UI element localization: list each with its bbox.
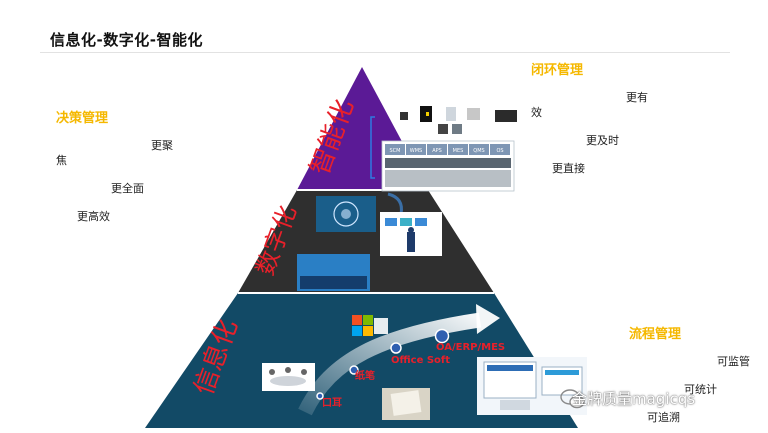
path-stage-marker [434, 328, 450, 344]
digital-brain-image [316, 196, 376, 232]
path-stage-marker [390, 342, 402, 354]
right-top-item: 更有 [626, 91, 648, 104]
path-stage-label: Office Soft [391, 355, 450, 366]
right-top-item: 效 [531, 106, 542, 119]
process-management-heading: 流程管理 [629, 327, 682, 342]
path-stage-label: OA/ERP/MES [436, 342, 505, 353]
right-top-item: 更及时 [586, 134, 619, 147]
data-crowd-image [297, 254, 370, 291]
path-stage-marker [316, 392, 324, 400]
path-stage-label: 口耳 [322, 397, 342, 409]
panel-tag-box [427, 144, 447, 155]
right-bottom-item: 可监管 [717, 355, 750, 368]
panel-tag-scm: SCM [390, 148, 401, 154]
system-panel: SCM WMS APS MES QMS OS [381, 140, 515, 192]
software-screens-image [477, 357, 587, 415]
left-item: 更聚 [151, 139, 173, 152]
panel-tag-box [469, 144, 489, 155]
panel-tag-aps: APS [432, 148, 442, 154]
paper-notes-image [382, 388, 430, 420]
left-item: 焦 [56, 154, 67, 167]
title-divider [40, 52, 730, 53]
data-analyst-image [380, 212, 442, 256]
closed-loop-management-heading: 闭环管理 [531, 63, 584, 78]
decision-management-heading: 决策管理 [56, 111, 109, 126]
device-icons [400, 106, 517, 134]
panel-tag-box [385, 144, 405, 155]
path-stage-label: 纸笔 [355, 369, 375, 382]
panel-tag-mes: MES [453, 148, 464, 154]
panel-tag-wms: WMS [410, 148, 422, 154]
page-title: 信息化-数字化-智能化 [50, 31, 203, 49]
bracket-icon [370, 116, 375, 179]
wechat-icon [560, 389, 585, 409]
left-item: 更全面 [111, 182, 144, 195]
panel-tag-os: OS [496, 148, 503, 154]
left-item: 更高效 [77, 210, 110, 223]
progress-arrow-head [476, 304, 500, 334]
path-stage-marker [349, 365, 359, 375]
right-bottom-item: 可追溯 [647, 411, 680, 424]
panel-tag-box [490, 144, 510, 155]
panel-tag-box [406, 144, 426, 155]
progress-arrow [298, 312, 482, 416]
curve-arrow-icon [387, 192, 403, 215]
right-top-item: 更直接 [552, 162, 585, 175]
panel-tag-qms: QMS [473, 148, 484, 154]
office-logo-icon [352, 315, 388, 336]
right-bottom-item: 可统计 [684, 383, 717, 396]
panel-tag-box [448, 144, 468, 155]
meeting-image [262, 363, 315, 391]
watermark-text: 金牌质量magicqs [572, 390, 696, 408]
